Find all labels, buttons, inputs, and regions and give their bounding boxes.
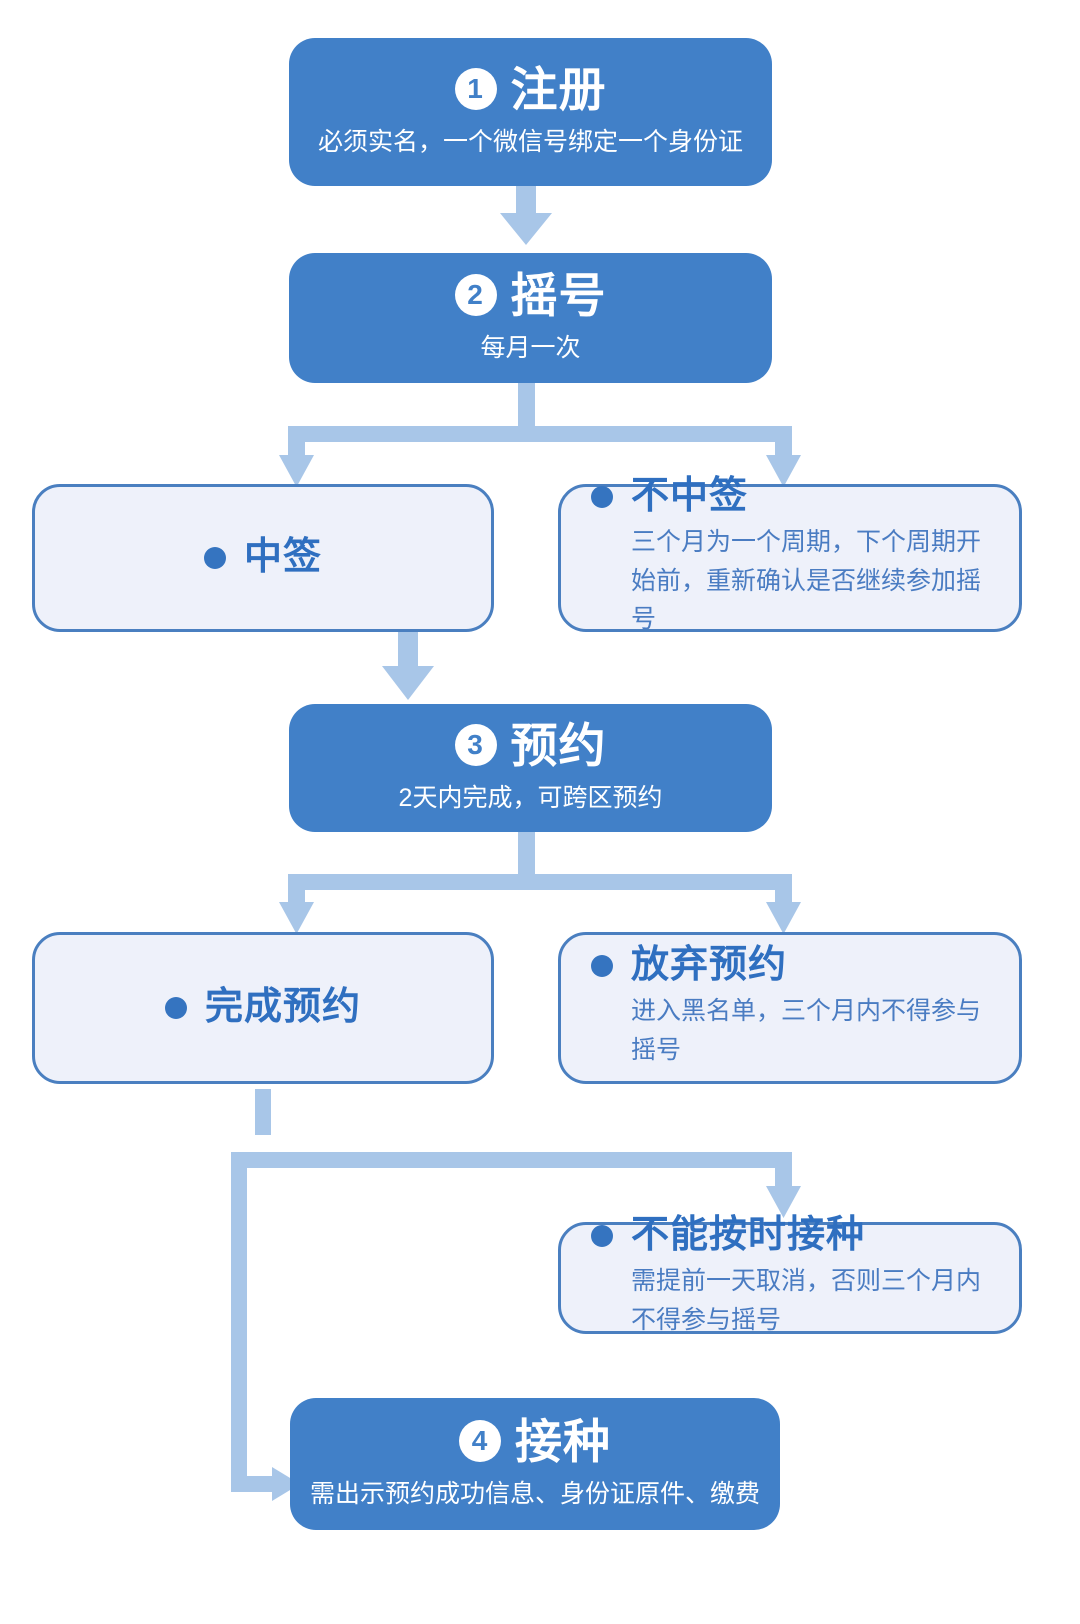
bullet-dot-icon <box>164 996 187 1019</box>
node-appointment-done-title: 完成预约 <box>204 986 361 1029</box>
connector-appointment-split <box>279 832 801 934</box>
node-appointment-giveup-body: 进入黑名单，三个月内不得参与摇号 <box>631 997 982 1064</box>
connector-register-to-lottery <box>500 185 552 245</box>
node-appointment-done-header: 完成预约 <box>164 986 361 1029</box>
node-appointment-giveup-title: 放弃预约 <box>631 944 788 987</box>
node-cannot-attend-header: 不能按时接种 <box>591 1214 993 1257</box>
node-lottery-subtitle: 每月一次 <box>480 333 581 362</box>
connector-won-to-appointment <box>382 630 434 700</box>
node-register[interactable]: 1 注册 必须实名，一个微信号绑定一个身份证 <box>289 38 772 186</box>
step-number-badge: 3 <box>454 724 497 767</box>
node-appointment-done[interactable]: 完成预约 <box>32 932 494 1084</box>
connector-done-split <box>231 1089 801 1501</box>
node-not-won-title: 不中签 <box>631 474 749 517</box>
node-appointment[interactable]: 3 预约 2天内完成，可跨区预约 <box>289 704 772 832</box>
node-appointment-giveup[interactable]: 放弃预约 进入黑名单，三个月内不得参与摇号 <box>558 932 1022 1084</box>
node-cannot-attend-title: 不能按时接种 <box>631 1214 866 1257</box>
node-vaccinate-subtitle: 需出示预约成功信息、身份证原件、缴费 <box>309 1479 760 1508</box>
node-vaccinate[interactable]: 4 接种 需出示预约成功信息、身份证原件、缴费 <box>290 1398 780 1530</box>
node-not-won[interactable]: 不中签 三个月为一个周期，下个周期开始前，重新确认是否继续参加摇号 <box>558 476 1022 633</box>
connector-lottery-split <box>279 382 801 487</box>
step-title-text: 注册 <box>510 62 607 116</box>
bullet-dot-icon <box>591 955 613 978</box>
node-won-title: 中签 <box>243 536 322 579</box>
node-lottery[interactable]: 2 摇号 每月一次 <box>289 253 772 383</box>
step-number-badge: 4 <box>459 1420 501 1463</box>
step-number-badge: 2 <box>454 274 497 317</box>
node-not-won-header: 不中签 <box>591 474 993 517</box>
node-vaccinate-title: 4 接种 <box>459 1418 611 1465</box>
node-cannot-attend[interactable]: 不能按时接种 需提前一天取消，否则三个月内不得参与摇号 <box>558 1215 1022 1334</box>
bullet-dot-icon <box>591 1225 613 1248</box>
node-appointment-title: 3 预约 <box>454 718 607 772</box>
step-title-text: 接种 <box>515 1414 611 1468</box>
node-lottery-title: 2 摇号 <box>454 268 607 322</box>
step-number-badge: 1 <box>454 68 497 111</box>
node-register-title: 1 注册 <box>454 62 607 116</box>
node-register-subtitle: 必须实名，一个微信号绑定一个身份证 <box>317 127 743 156</box>
bullet-dot-icon <box>203 546 226 569</box>
step-title-text: 预约 <box>510 718 607 772</box>
node-appointment-giveup-header: 放弃预约 <box>591 944 993 987</box>
bullet-dot-icon <box>591 485 613 508</box>
node-won-header: 中签 <box>203 536 322 579</box>
node-won[interactable]: 中签 <box>32 484 494 632</box>
node-not-won-body: 三个月为一个周期，下个周期开始前，重新确认是否继续参加摇号 <box>631 527 982 634</box>
node-appointment-subtitle: 2天内完成，可跨区预约 <box>398 783 663 812</box>
step-title-text: 摇号 <box>510 268 607 322</box>
node-cannot-attend-body: 需提前一天取消，否则三个月内不得参与摇号 <box>631 1267 982 1334</box>
